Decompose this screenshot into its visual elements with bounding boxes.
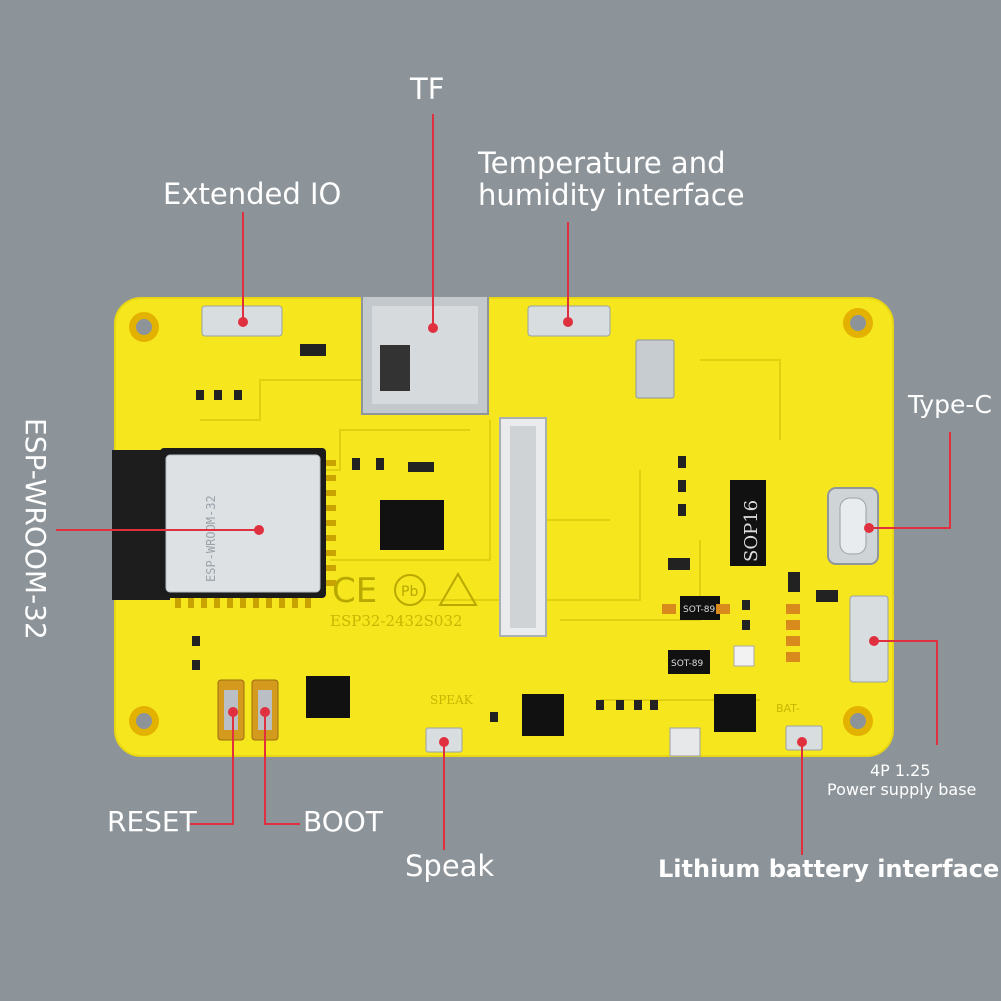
label-reset: RESET bbox=[107, 805, 197, 838]
ce-mark: CE bbox=[332, 571, 377, 611]
esp-module-pins bbox=[175, 460, 336, 608]
board-model-silk: ESP32-2432S032 bbox=[330, 612, 463, 630]
esp-module-shield bbox=[165, 454, 321, 593]
power-base-connector bbox=[849, 595, 889, 683]
esp-module-silk: ESP-WROOM-32 bbox=[204, 495, 218, 582]
sop16-chip bbox=[730, 480, 766, 566]
label-esp-wroom: ESP-WROOM-32 bbox=[19, 418, 52, 640]
sot-b-label: SOT-89 bbox=[671, 659, 703, 669]
sot-a-label: SOT-89 bbox=[683, 605, 715, 615]
label-temp-humidity-2: humidity interface bbox=[478, 178, 745, 212]
label-extended-io: Extended IO bbox=[163, 177, 342, 211]
label-tf: TF bbox=[410, 72, 445, 106]
warning-triangle bbox=[438, 572, 478, 606]
speak-silk: SPEAK bbox=[430, 693, 474, 707]
label-speak: Speak bbox=[405, 849, 495, 883]
sop16-label: SOP16 bbox=[741, 500, 762, 562]
sot-chip-b bbox=[668, 650, 710, 674]
chip-lower-right bbox=[714, 694, 756, 732]
pb-circle bbox=[394, 574, 426, 606]
pointer-dots bbox=[228, 317, 879, 747]
orange-capacitors bbox=[662, 604, 800, 662]
chip-lower-mid bbox=[522, 694, 564, 736]
smd-components bbox=[192, 344, 838, 722]
type-c-opening bbox=[839, 497, 867, 555]
pointer-lines bbox=[56, 114, 951, 855]
lcd-connector-slot bbox=[510, 426, 536, 628]
mounting-holes bbox=[129, 308, 873, 736]
label-boot: BOOT bbox=[303, 805, 383, 838]
tf-slot-window bbox=[380, 345, 410, 391]
bat-silk: BAT- bbox=[776, 702, 800, 715]
chip-lower-left bbox=[306, 676, 350, 718]
led bbox=[733, 645, 755, 667]
power-switch bbox=[669, 727, 701, 757]
center-chip bbox=[380, 500, 444, 550]
label-type-c: Type-C bbox=[908, 390, 992, 419]
sot-chip-a bbox=[680, 596, 720, 620]
label-lithium-battery: Lithium battery interface bbox=[658, 855, 1000, 883]
pb-mark: Pb bbox=[401, 584, 418, 600]
label-power-base-1: 4P 1.25 bbox=[870, 761, 931, 780]
label-temp-humidity-1: Temperature and bbox=[478, 146, 726, 180]
label-power-base-2: Power supply base bbox=[827, 780, 977, 799]
aux-connector bbox=[635, 339, 675, 399]
